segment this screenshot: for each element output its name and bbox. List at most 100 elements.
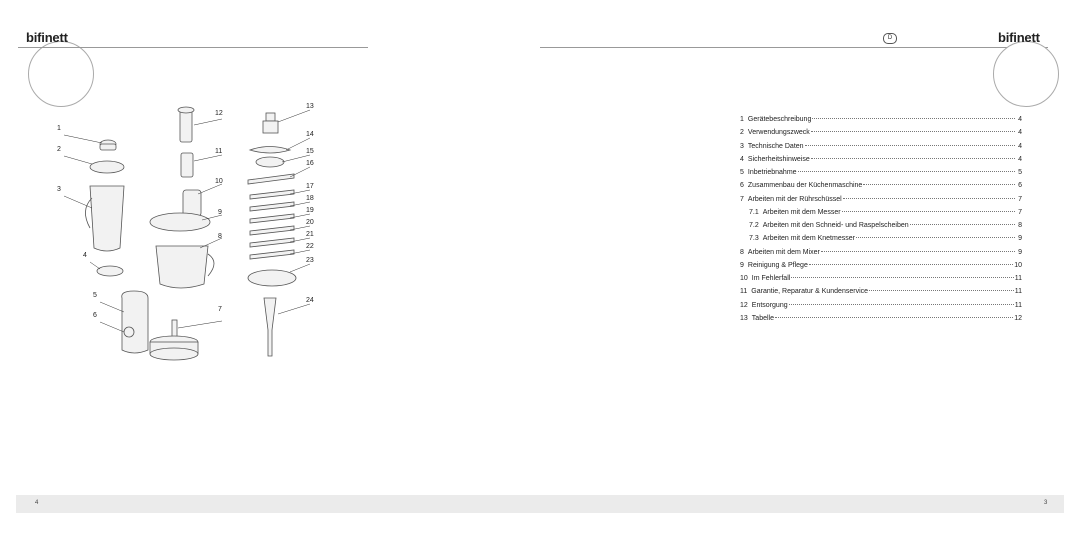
callout-5: 5 [93, 292, 97, 299]
part-disc-19 [249, 213, 295, 224]
callout-21: 21 [306, 231, 314, 238]
language-badge: D [883, 33, 897, 44]
callout-10: 10 [215, 178, 223, 185]
part-blade-16 [247, 173, 295, 185]
toc-leader-dots [909, 224, 1015, 225]
toc-entry-number: 12 [740, 301, 748, 309]
part-disc-18 [249, 201, 295, 212]
toc-entry-title: Tabelle [751, 314, 774, 322]
toc-leader-dots [808, 263, 1014, 265]
callout-15: 15 [306, 148, 314, 155]
toc-entry-title: Reinigung & Pflege [747, 261, 808, 269]
callout-20: 20 [306, 219, 314, 226]
toc-leader-dots [842, 197, 1015, 199]
footer-bar [16, 495, 1064, 513]
toc-entry-page: 6 [1018, 182, 1022, 190]
toc-entry-title: Arbeiten mit dem Messer [762, 208, 841, 216]
callout-7: 7 [218, 306, 222, 313]
toc-leader-dots [804, 144, 1015, 146]
part-knife-top [265, 112, 276, 122]
callout-18: 18 [306, 195, 314, 202]
part-blade-15 [255, 156, 285, 168]
toc-entry-page: 11 [1014, 275, 1022, 282]
toc-entry-page: 5 [1018, 169, 1022, 176]
toc-leader-dots [820, 250, 1015, 252]
toc-entry-title: Verwendungszweck [747, 129, 810, 137]
toc-entry-number: 10 [740, 275, 748, 282]
toc-leader-dots [869, 290, 1014, 292]
toc-entry-title: Technische Daten [747, 142, 804, 150]
callout-19: 19 [306, 207, 314, 214]
toc-entry-page: 4 [1018, 116, 1022, 123]
callout-2: 2 [57, 146, 61, 153]
logo-circle-decoration [28, 41, 94, 107]
toc-leader-dots [810, 157, 1015, 159]
brand-logo: bifinett [26, 30, 68, 45]
toc-entry-number: 3 [740, 142, 744, 150]
callout-8: 8 [218, 233, 222, 240]
toc-leader-dots [797, 171, 1015, 172]
callout-16: 16 [306, 160, 314, 167]
part-blender-jug [89, 185, 125, 252]
part-work-bowl [155, 245, 209, 289]
toc-entry-page: 7 [1018, 208, 1022, 216]
part-speed-knob [123, 326, 135, 338]
toc-entry-page: 4 [1018, 142, 1022, 150]
callout-4: 4 [83, 252, 87, 259]
toc-entry-page: 4 [1018, 129, 1022, 137]
toc-entry-page: 11 [1014, 301, 1022, 309]
toc-leader-dots [774, 316, 1014, 318]
callout-23: 23 [306, 257, 314, 264]
toc-entry-title: Zusammenbau der Küchenmaschine [747, 182, 863, 190]
toc-entry-page: 7 [1018, 195, 1022, 203]
toc-entry-number: 6 [740, 182, 744, 190]
toc-entry-number: 9 [740, 261, 744, 269]
toc-leader-dots [855, 237, 1015, 239]
header-rule [18, 47, 368, 48]
part-motor-housing [121, 290, 149, 354]
part-pusher [179, 109, 193, 143]
toc-entry-title: Arbeiten mit dem Mixer [747, 248, 820, 256]
callout-1: 1 [57, 125, 61, 132]
part-disc-holder [248, 146, 292, 154]
toc-entry-number: 4 [740, 155, 744, 163]
toc-entry-number: 5 [740, 169, 744, 176]
toc-entry-page: 11 [1014, 288, 1022, 296]
brand-logo: bifinett [998, 30, 1040, 45]
toc-leader-dots [841, 210, 1015, 212]
part-disc-20 [249, 225, 295, 236]
toc-entry-number: 8 [740, 248, 744, 256]
toc-entry-title: Garantie, Reparatur & Kundenservice [751, 288, 869, 296]
callout-6: 6 [93, 312, 97, 319]
part-disc-23 [247, 269, 297, 287]
toc-leader-dots [863, 184, 1015, 186]
toc-entry-title: Entsorgung [751, 301, 788, 309]
left-page: bifinett [18, 30, 368, 506]
callout-12: 12 [215, 110, 223, 117]
callout-11: 11 [215, 148, 223, 155]
toc-entry-number: 7.3 [749, 235, 759, 243]
toc-leader-dots [791, 277, 1014, 278]
toc-entry-title: Arbeiten mit dem Knetmesser [762, 235, 855, 243]
part-disc-22 [249, 249, 295, 260]
logo-circle-decoration [993, 41, 1059, 107]
toc-entry-title: Im Fehlerfall [751, 275, 791, 282]
toc-entry-number: 7.2 [749, 222, 759, 229]
